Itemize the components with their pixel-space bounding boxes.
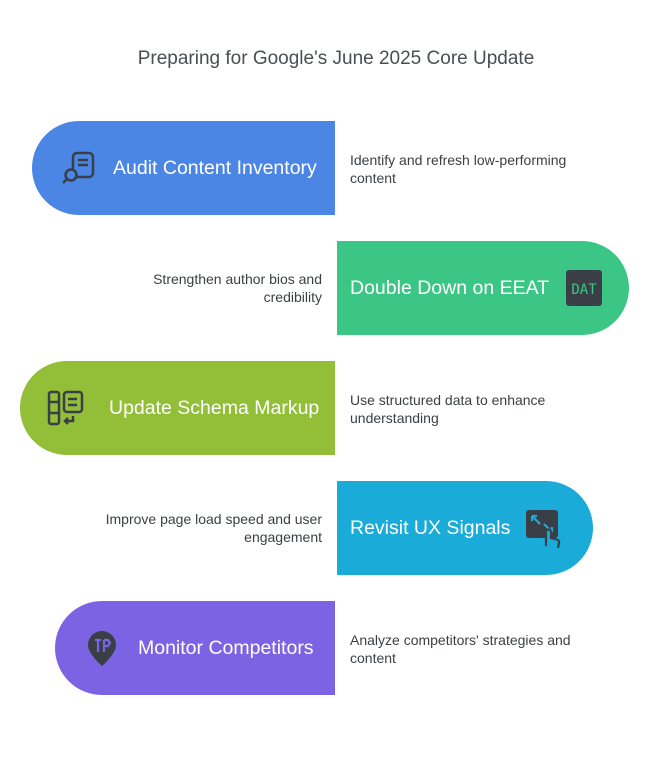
schema-document-icon bbox=[46, 388, 86, 428]
step-label: Monitor Competitors bbox=[138, 636, 314, 659]
step-double-down-on-eeat: Double Down on EEAT DAT bbox=[337, 241, 629, 335]
diagram-title: Preparing for Google's June 2025 Core Up… bbox=[137, 48, 535, 69]
step-description: Strengthen author bios and credibility bbox=[153, 271, 322, 305]
step-revisit-ux-signals: Revisit UX Signals bbox=[337, 481, 593, 575]
data-icon: DAT bbox=[564, 268, 604, 308]
step-description: Use structured data to enhance understan… bbox=[350, 392, 546, 426]
step-description: Identify and refresh low-performing cont… bbox=[350, 152, 567, 186]
step-label: Audit Content Inventory bbox=[113, 156, 317, 179]
document-search-icon bbox=[60, 148, 100, 188]
step-description: Improve page load speed and user engagem… bbox=[105, 511, 322, 545]
step-label: Revisit UX Signals bbox=[350, 516, 511, 539]
step-monitor-competitors: Monitor Competitors bbox=[55, 601, 335, 695]
step-label: Double Down on EEAT bbox=[350, 276, 550, 299]
step-audit-content-inventory: Audit Content Inventory bbox=[32, 121, 335, 215]
touch-resize-icon bbox=[524, 508, 564, 548]
step-label: Update Schema Markup bbox=[109, 396, 320, 419]
step-description: Analyze competitors' strategies and cont… bbox=[350, 632, 571, 666]
step-update-schema-markup: Update Schema Markup bbox=[20, 361, 335, 455]
competitor-pin-icon bbox=[82, 628, 122, 668]
data-icon-text: DAT bbox=[571, 282, 597, 298]
